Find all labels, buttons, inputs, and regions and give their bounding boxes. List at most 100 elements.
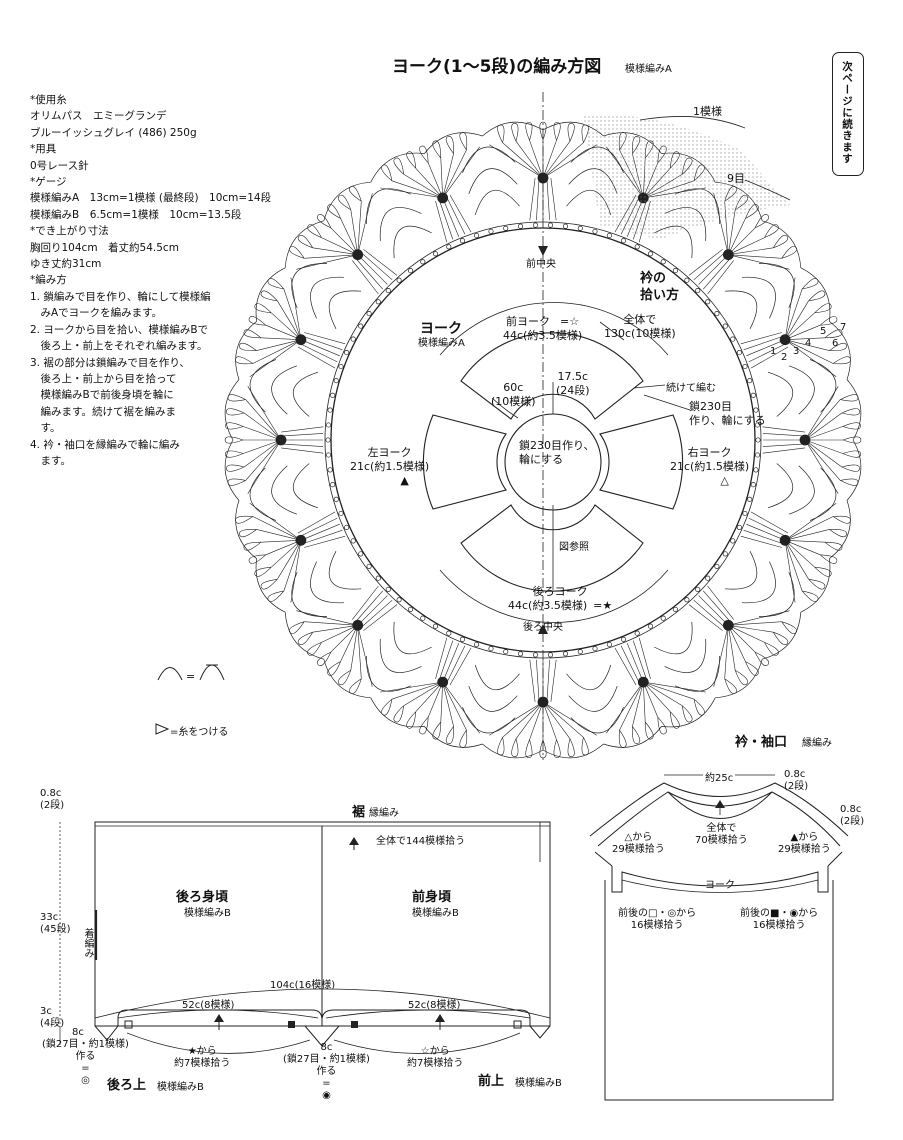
chain-stitch (634, 244, 640, 250)
chain-arch (366, 188, 412, 225)
height-label-body: 33c(45段) (40, 912, 71, 935)
fan-spoke (804, 386, 839, 441)
materials-line: *でき上がり寸法 (30, 225, 109, 238)
fan-spoke (249, 503, 302, 541)
front-body-title: 前身頃 (412, 890, 452, 905)
fan-spoke (244, 412, 282, 441)
outer-arch (370, 697, 425, 728)
chain-stitch (366, 311, 372, 317)
fan-spoke (632, 682, 644, 727)
chain-arch (462, 146, 516, 174)
chain-stitch (474, 641, 480, 648)
fan-spoke (296, 254, 358, 270)
chain-arch (767, 371, 794, 417)
yoke-title: ヨーク (420, 321, 462, 337)
outer-picot (432, 140, 442, 159)
underarm-left-label: 8c (鎖27目・約1模様) 作る = ◎ (42, 1027, 129, 1086)
fan-spoke (713, 625, 729, 687)
outer-picot (814, 303, 832, 314)
stitch-stem (743, 335, 784, 351)
fan-spoke (529, 140, 544, 179)
fan-spoke (304, 254, 358, 259)
back-center-label: 後ろ中央 (523, 622, 563, 633)
chain-arch (741, 276, 776, 319)
chain-stitch (325, 437, 331, 443)
chain-stitch (754, 452, 761, 458)
outer-picot (497, 124, 505, 143)
up-arrow-front (435, 1014, 445, 1022)
hem-pickup: 全体で144模様拾う (376, 836, 466, 847)
fan-spoke (542, 142, 584, 179)
chain-stitch (660, 615, 666, 621)
chain-stitch (562, 223, 569, 229)
chain-stitch (459, 636, 466, 642)
fan-spoke (606, 681, 644, 734)
outer-picot (840, 478, 859, 486)
legend-symbol (157, 664, 225, 681)
outer-picot (248, 316, 267, 326)
mark-filled-square-left (288, 1021, 295, 1028)
outer-picot (581, 737, 589, 756)
chain-arch (809, 467, 837, 521)
materials-line: 後ろ上・前上をそれぞれ編みます。 (30, 340, 208, 353)
fan-spoke (643, 681, 683, 706)
outer-picot (644, 721, 654, 740)
chain-stitch (503, 225, 509, 231)
yoke-crochet-chart (224, 121, 862, 759)
outer-picot (842, 436, 862, 444)
page-title: ヨーク(1〜5段)の編み方図 (392, 57, 602, 77)
chain-stitch (375, 299, 381, 305)
join-note: =糸をつける (170, 727, 229, 738)
stitch-stem (280, 433, 324, 437)
chain-stitch (562, 651, 569, 657)
stitch-stem (546, 177, 550, 221)
chain-stitch (577, 649, 583, 655)
chain-arch (291, 571, 328, 617)
outer-picot (841, 464, 860, 472)
stitch-stem (762, 443, 806, 447)
outer-arch (762, 612, 802, 660)
stitch-stem (357, 595, 388, 626)
chain-stitch (730, 336, 736, 342)
fan-spoke (415, 681, 443, 712)
materials-line: 0号レース針 (30, 159, 89, 172)
chain-arch (468, 168, 518, 195)
fan-spoke (784, 277, 796, 340)
outer-arch (323, 659, 371, 699)
fan-spoke (784, 339, 834, 364)
stitch-stem (280, 443, 324, 447)
outer-picot (829, 529, 847, 538)
outer-picot (227, 478, 246, 486)
fan-center (295, 334, 307, 346)
outer-picot (307, 642, 322, 656)
outer-picot (773, 631, 789, 646)
outer-picot (829, 342, 847, 351)
materials-notes: *使用糸オリムパス エミーグランデブルーイッシュグレイ (486) 250g*用… (30, 92, 271, 469)
round-number: 7 (840, 322, 847, 333)
chain-stitch (660, 259, 666, 265)
fan-spoke (784, 300, 809, 340)
outer-arch (235, 321, 257, 380)
outer-picot (764, 642, 779, 656)
chain-arch (379, 207, 422, 242)
outer-picot (327, 204, 341, 219)
outer-arch (224, 439, 240, 501)
chain-stitch (547, 222, 554, 228)
chain-stitch (446, 244, 452, 250)
fan-spoke (296, 610, 358, 626)
materials-line: 4. 衿・袖口を縁編みで輪に編み (30, 438, 180, 451)
chain-stitch (753, 407, 759, 413)
outer-picot (539, 121, 547, 141)
stitch-stem (449, 194, 472, 233)
stitch-stem (299, 517, 338, 537)
fan-spoke (728, 218, 746, 255)
fan-spoke (245, 399, 282, 441)
fan-spoke (312, 625, 358, 633)
outer-picot (337, 670, 352, 686)
fan-spoke (256, 339, 301, 351)
fan-spoke (804, 439, 839, 494)
stitch-stem (688, 249, 723, 276)
fan-spoke (290, 540, 302, 603)
